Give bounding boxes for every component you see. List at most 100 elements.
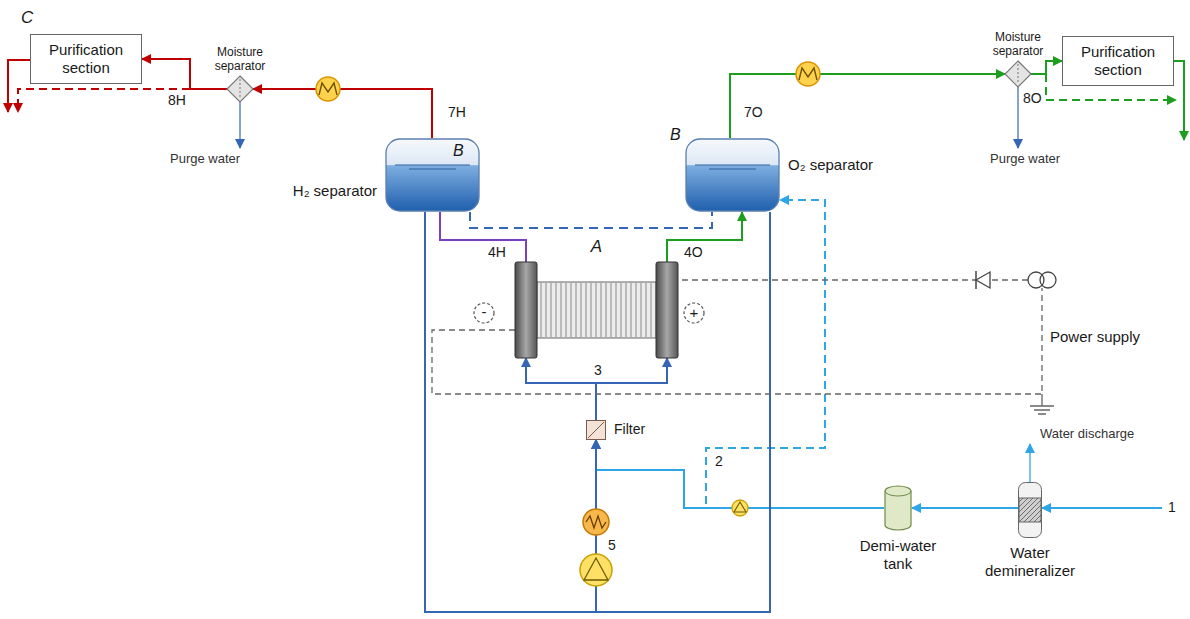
- connector-path: [1031, 61, 1062, 74]
- process-pipe: [425, 212, 596, 612]
- node-label: B: [453, 141, 464, 160]
- ground-symbol: [1030, 394, 1054, 414]
- stream-number: 8H: [166, 92, 188, 108]
- pump-symbol: [732, 500, 748, 516]
- separator-diamond: [227, 76, 253, 102]
- resin-hatch: [1039, 520, 1041, 522]
- filter-element: [588, 422, 604, 438]
- cell-line: [641, 283, 642, 337]
- node-label: Power supply: [1050, 328, 1140, 346]
- power-supply: Power supply: [1028, 266, 1158, 356]
- note-label: Water discharge: [1038, 427, 1136, 442]
- cooler-symbol: [319, 83, 337, 95]
- cell-line: [611, 283, 612, 337]
- cell-line: [546, 283, 547, 337]
- node-label: Moisture separator: [205, 45, 275, 73]
- cell-line: [631, 283, 632, 337]
- cell-line: [606, 283, 607, 337]
- cell-line: [636, 283, 637, 337]
- cell-line: [551, 283, 552, 337]
- cell-line: [581, 283, 582, 337]
- stream-number: 1: [1166, 499, 1178, 515]
- power-wire: [678, 280, 1028, 281]
- cell-line: [646, 283, 647, 337]
- moisture-separator-symbol: [227, 76, 253, 102]
- end-plate: [515, 262, 537, 358]
- stream-number: 8O: [1021, 90, 1044, 106]
- moisture-separator: Moisture separator: [1005, 61, 1031, 87]
- cooler-symbol: [316, 77, 340, 101]
- connector-path: [440, 212, 526, 262]
- connector-path: [706, 200, 884, 508]
- resin-hatch: [1034, 515, 1041, 522]
- node-label: H₂ separator: [293, 182, 377, 200]
- cell-line: [591, 283, 592, 337]
- separator-vessel: [385, 138, 480, 212]
- demineralizer-body: [1019, 483, 1042, 538]
- cell-line: [651, 283, 652, 337]
- resin-hatch: [1019, 500, 1041, 522]
- pump-symbol: [580, 500, 748, 586]
- liquid-level: [395, 165, 470, 166]
- diode-symbol: [975, 271, 977, 289]
- process-pipe: [912, 508, 1018, 509]
- purge-lines: [240, 87, 1018, 148]
- demineralizer-symbol: [1018, 482, 1042, 538]
- cell-line: [571, 283, 572, 337]
- separator-mesh: [240, 79, 241, 99]
- o2-product-line: [1174, 61, 1184, 140]
- process-pipe: [730, 74, 1005, 138]
- heater-symbol: [586, 516, 606, 528]
- connector-path: [596, 212, 770, 612]
- cell-line: [556, 283, 557, 337]
- resin-hatch: [1024, 505, 1041, 522]
- node-label: Water demineralizer: [975, 544, 1085, 580]
- liquid-level: [695, 165, 770, 166]
- purge-line: [239, 102, 240, 148]
- tank-rim: [885, 491, 911, 496]
- connector-path: [253, 89, 432, 138]
- transformer-symbol: [1028, 272, 1044, 288]
- process-pipe: [142, 59, 227, 89]
- connector-path: [596, 358, 667, 383]
- cell-line: [601, 283, 602, 337]
- cooler-symbol: [799, 68, 817, 80]
- process-box: Purification section: [1062, 36, 1174, 86]
- cell-block: [537, 282, 656, 338]
- stream-number: 7O: [742, 104, 765, 120]
- separator-vessel: BO₂ separator: [685, 138, 780, 212]
- connector-path: [596, 440, 884, 508]
- resin-hatch: [1018, 497, 1019, 498]
- process-pipe: [667, 212, 742, 262]
- stream-number: 4O: [682, 244, 705, 260]
- electrolyser-stack: [515, 262, 678, 358]
- connector-path: [526, 358, 596, 420]
- process-pipe: [470, 212, 712, 228]
- transformer-symbol: [1028, 272, 1056, 288]
- cooler-symbol: [796, 62, 820, 86]
- stream-number: 5: [606, 537, 618, 553]
- connector-path: [470, 212, 712, 228]
- resin-bed: [1019, 498, 1041, 522]
- cooler-symbol: [316, 62, 820, 101]
- process-pipe: [596, 212, 770, 612]
- stream-number: -: [480, 303, 489, 320]
- diode-symbol: [976, 271, 990, 289]
- filter-symbol: [586, 420, 606, 440]
- tank-body: [885, 486, 911, 530]
- box-text: Purification section: [1063, 43, 1173, 79]
- separator-diamond: [1005, 61, 1031, 87]
- cell-line: [596, 283, 597, 337]
- electrolyser-stack: A: [515, 262, 678, 358]
- connector-path: [678, 279, 1028, 280]
- separator-vessel: H₂ separatorB: [385, 138, 480, 212]
- node-label: B: [670, 125, 681, 144]
- discharge-line: [1029, 444, 1030, 482]
- stream-number: 4H: [486, 244, 508, 260]
- process-pipe: [596, 440, 884, 508]
- separator-vessel: [685, 138, 780, 212]
- water-lines: [1030, 444, 1162, 508]
- filter: Filter: [586, 420, 606, 440]
- cell-line: [626, 283, 627, 337]
- node-label: O₂ separator: [788, 156, 873, 174]
